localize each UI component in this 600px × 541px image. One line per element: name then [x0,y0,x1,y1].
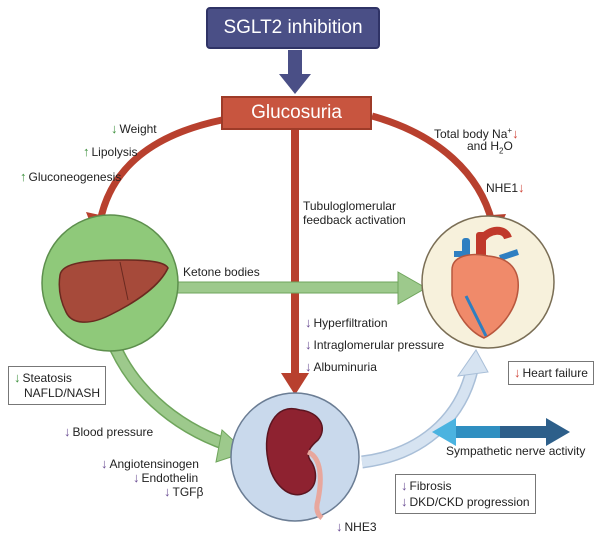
heart-icon [451,226,519,339]
down-arrow-icon: ↓ [164,484,171,499]
down-arrow-icon: ↓ [111,121,118,136]
blood-pressure-label: ↓Blood pressure [64,424,154,440]
sympathetic-label: Sympathetic nerve activity [446,444,586,458]
steatosis-box: ↓Steatosis NAFLD/NASH [8,366,107,405]
water-label: and H2O [467,139,513,156]
nhe1-label: NHE1↓ [486,180,525,196]
up-arrow-icon: ↑ [83,144,90,159]
down-arrow-icon: ↓ [133,470,140,485]
down-arrow-icon: ↓ [14,370,21,385]
down-arrow-icon: ↓ [518,180,525,195]
tubuloglomerular-label: Tubuloglomerular feedback activation [303,199,406,227]
down-arrow-icon: ↓ [305,359,312,374]
down-arrow-icon: ↓ [305,315,312,330]
sympathetic-double-arrow [432,418,570,446]
angiotensinogen-label: ↓Angiotensinogen [101,456,199,472]
down-arrow-icon: ↓ [64,424,71,439]
tgfb-label: ↓TGFβ [164,484,204,500]
hub-label: Glucosuria [251,102,342,123]
nhe3-label: ↓NHE3 [336,519,377,535]
title-label: SGLT2 inhibition [223,17,363,38]
gluconeogenesis-label: ↑Gluconeogenesis [20,169,122,185]
hub-to-kidney-arrow [281,130,309,395]
liver-circle [41,214,179,352]
up-arrow-icon: ↑ [20,169,27,184]
glucosuria-box: Glucosuria [221,96,372,130]
down-arrow-icon: ↓ [401,478,408,493]
kidney-icon [265,407,324,520]
liver-to-kidney-arrow [105,337,247,463]
total-body-sodium-label: Total body Na+↓ [434,126,519,141]
hyperfiltration-label: ↓Hyperfiltration [305,315,388,331]
down-arrow-icon: ↓ [101,456,108,471]
liver-icon [58,259,169,323]
down-arrow-icon: ↓ [401,494,408,509]
title-to-hub-arrow [279,50,311,94]
weight-label: ↓Weight [111,121,157,137]
down-arrow-icon: ↓ [336,519,343,534]
endothelin-label: ↓Endothelin [133,470,199,486]
ketone-bodies-label: Ketone bodies [183,265,260,279]
fibrosis-box: ↓Fibrosis ↓DKD/CKD progression [395,474,536,514]
heart-failure-box: ↓Heart failure [508,361,594,385]
lipolysis-label: ↑Lipolysis [83,144,138,160]
kidney-circle [230,392,360,522]
intraglomerular-pressure-label: ↓Intraglomerular pressure [305,337,445,353]
down-arrow-icon: ↓ [305,337,312,352]
down-arrow-icon: ↓ [512,126,519,141]
albuminuria-label: ↓Albuminuria [305,359,377,375]
heart-circle [421,215,555,349]
sglt2-inhibition-box: SGLT2 inhibition [206,7,380,49]
down-arrow-icon: ↓ [514,365,521,380]
